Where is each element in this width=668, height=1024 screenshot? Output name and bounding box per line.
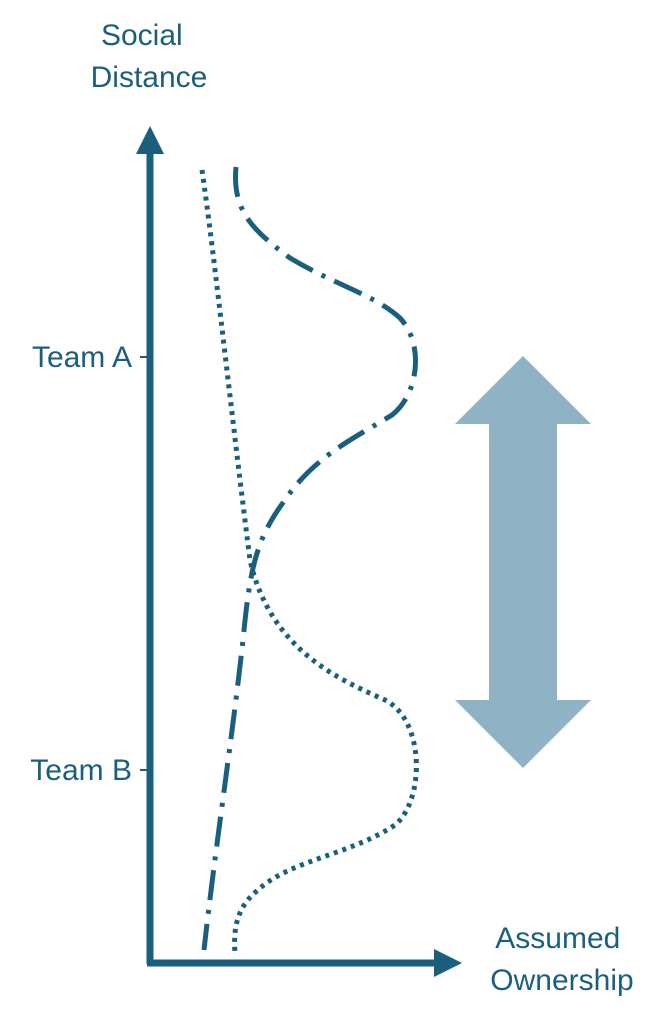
y-axis-arrowhead bbox=[136, 126, 164, 154]
y-axis bbox=[136, 126, 164, 964]
y-axis-ticks: Team A Team B bbox=[30, 341, 147, 787]
tick-label-team-a: Team A bbox=[32, 341, 132, 374]
x-axis bbox=[147, 949, 462, 977]
x-axis-title-line-2: Ownership bbox=[490, 964, 633, 997]
y-axis-title-line-2: Distance bbox=[91, 61, 208, 94]
double-arrow-team-distance bbox=[455, 356, 591, 768]
y-axis-title: Social Distance bbox=[91, 19, 208, 94]
tick-label-team-b: Team B bbox=[30, 754, 132, 787]
x-axis-title-line-1: Assumed bbox=[495, 922, 620, 955]
x-axis-arrowhead bbox=[434, 949, 462, 977]
x-axis-title: Assumed Ownership bbox=[490, 922, 633, 997]
curve-team-a-ownership bbox=[201, 166, 418, 951]
y-axis-title-line-1: Social bbox=[101, 19, 183, 52]
curve-team-b-ownership bbox=[199, 169, 419, 956]
